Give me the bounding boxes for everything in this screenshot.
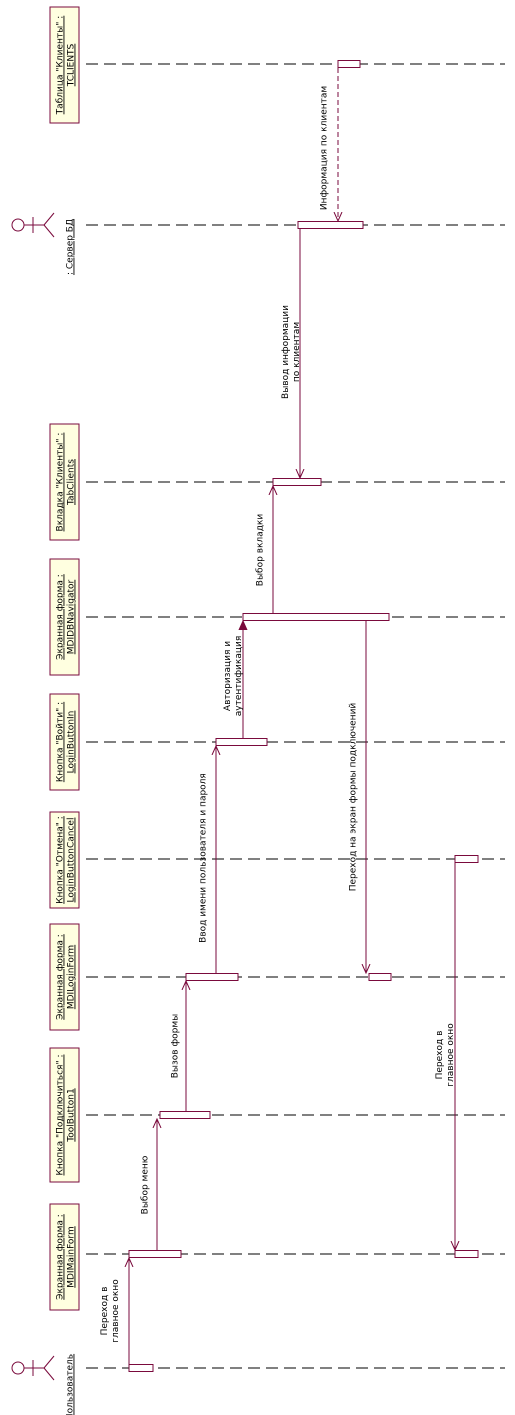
actor-name: : Пользователь [66, 1354, 76, 1415]
participant-class: LoginButtonIn [67, 711, 77, 774]
message-clients_info: Информация по клиентам [320, 68, 339, 221]
message-label: главное окно [446, 1023, 456, 1087]
actor-name: : Сервер БД [66, 219, 76, 275]
message-label: Вызов формы [171, 1014, 181, 1079]
activation-bar [242, 613, 390, 621]
message-label: Ввод имени пользователя и пароля [199, 773, 209, 943]
participant-title: Экранная форма : [56, 934, 66, 1020]
activation-bar [159, 1111, 211, 1119]
participant-box [49, 1047, 80, 1183]
participant-box [49, 558, 80, 676]
participant-login_form: Экранная форма :MDILoginForm [49, 923, 80, 1031]
participant-box [49, 693, 80, 791]
activations-layer [128, 60, 479, 1372]
participant-box [49, 1203, 80, 1311]
participant-class: LoginButtonCancel [67, 818, 77, 903]
message-tab_select: Выбор вкладки [256, 486, 274, 613]
participants-layer: Таблица "Клиенты" :TCLIENTS : Сервер БД Вк… [11, 6, 80, 1415]
activation-bar [368, 973, 392, 981]
activation-bar [128, 1250, 182, 1258]
participant-class: MDILoginForm [67, 945, 77, 1009]
activation-bar [215, 738, 268, 746]
activation-bar [337, 60, 361, 68]
participant-navigator_form: Экранная форма :MDIDBNavigator [49, 558, 80, 676]
message-form_call: Вызов формы [171, 981, 187, 1111]
activation-bar [272, 478, 322, 486]
message-label: по клиентам [292, 322, 302, 382]
participant-class: TCLIENTS [67, 43, 77, 87]
message-label: Переход в [435, 1031, 445, 1080]
message-label: Авторизация и [223, 641, 233, 711]
participant-title: Экранная форма : [56, 1214, 66, 1300]
participant-title: Кнопка "Подключиться" : [56, 1055, 66, 1176]
participant-user: : Пользователь [11, 1354, 76, 1415]
participant-clients_table: Таблица "Клиенты" :TCLIENTS [49, 6, 80, 124]
actor-icon [11, 212, 55, 238]
message-label: Информация по клиентам [320, 86, 330, 210]
participant-title: Кнопка "Войти" : [56, 702, 66, 782]
participant-box [49, 423, 80, 541]
participant-box [49, 6, 80, 124]
actor-icon [11, 1355, 55, 1381]
message-to_connection_screen: Переход на экран формы подключений [349, 621, 367, 973]
message-label: аутентификация [234, 636, 244, 716]
message-menu_select: Выбор меню [141, 1119, 158, 1250]
activation-bar [185, 973, 239, 981]
participant-title: Экранная форма : [56, 574, 66, 660]
participant-clients_tab: Вкладка "Клиенты" :TabClients [49, 423, 80, 541]
participant-class: MDIMainForm [67, 1226, 77, 1288]
participant-class: TabClients [67, 459, 77, 506]
message-label: Выбор вкладки [256, 514, 266, 587]
participant-db_server: : Сервер БД [11, 212, 76, 275]
activation-bar [454, 1250, 479, 1258]
participant-login_button: Кнопка "Войти" :LoginButtonIn [49, 693, 80, 791]
message-label: Вывод информации [281, 305, 291, 399]
message-credentials_input: Ввод имени пользователя и пароля [199, 746, 217, 973]
participant-cancel_button: Кнопка "Отмена" :LoginButtonCancel [49, 811, 80, 909]
participant-box [49, 923, 80, 1031]
participant-main_form: Экранная форма :MDIMainForm [49, 1203, 80, 1311]
participant-title: Таблица "Клиенты" : [56, 16, 66, 116]
message-label: Переход в [100, 1287, 110, 1336]
participant-connect_button: Кнопка "Подключиться" :ToolButton1 [49, 1047, 80, 1183]
message-label: Переход на экран формы подключений [349, 703, 359, 892]
participant-class: MDIDBNavigator [67, 579, 77, 654]
activation-bar [128, 1364, 154, 1372]
participant-box [49, 811, 80, 909]
message-label: главное окно [111, 1279, 121, 1343]
activation-bar [297, 221, 364, 229]
message-label: Выбор меню [141, 1155, 151, 1214]
participant-title: Вкладка "Клиенты" : [56, 433, 66, 532]
activation-bar [454, 855, 479, 863]
participant-class: ToolButton1 [67, 1088, 77, 1142]
participant-title: Кнопка "Отмена" : [56, 816, 66, 904]
